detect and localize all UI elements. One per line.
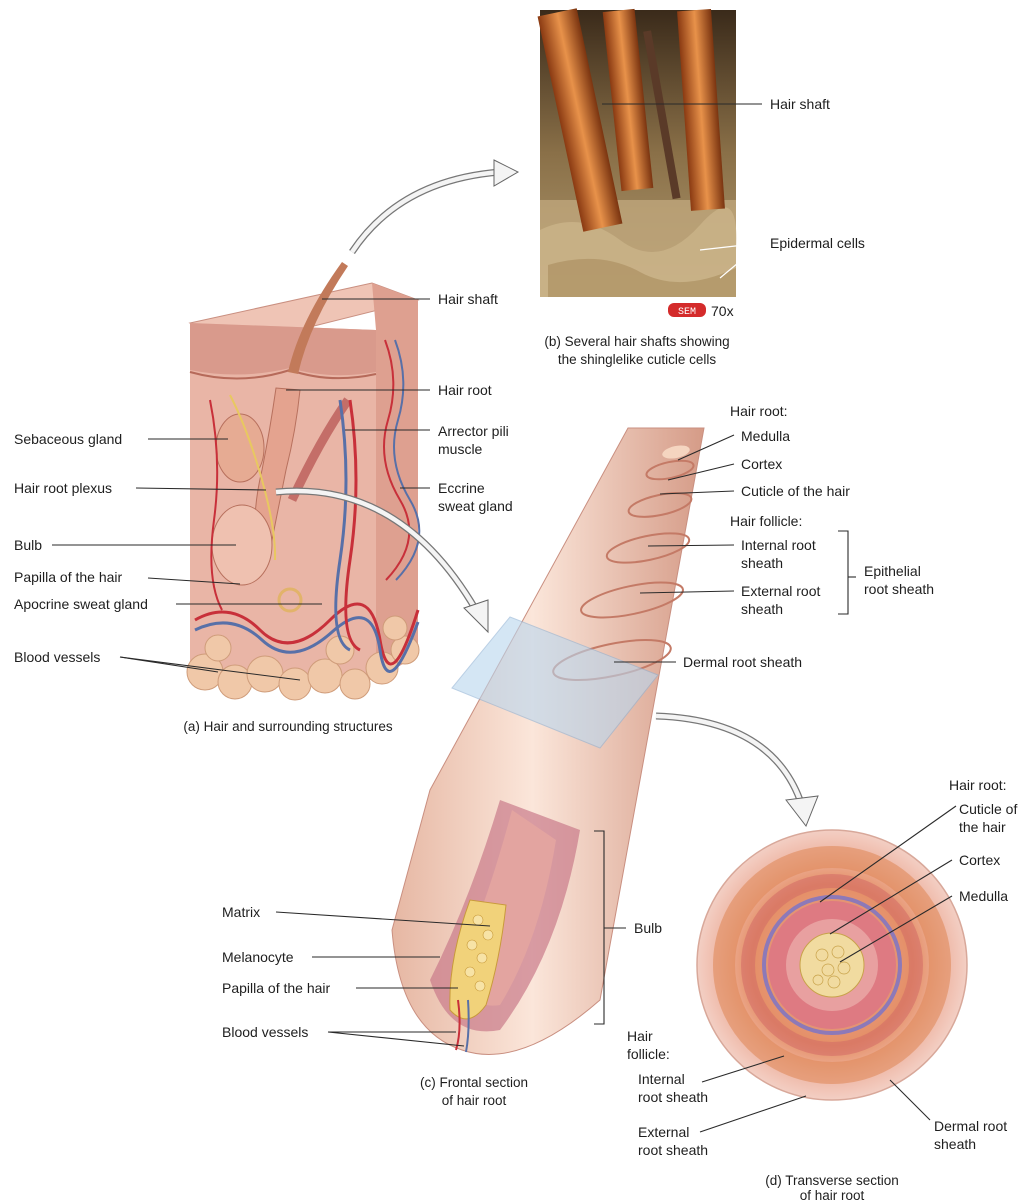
- label-d-dermal-2: sheath: [934, 1136, 976, 1152]
- label-a-eccrine-1: Eccrine: [438, 480, 485, 496]
- label-c-bulb: Bulb: [634, 920, 662, 936]
- label-a-arrector-2: muscle: [438, 441, 483, 457]
- label-a-hair-shaft: Hair shaft: [438, 291, 498, 307]
- arrow-head-to-follicle: [464, 600, 488, 632]
- panel-d-caption-line1: (d) Transverse section: [765, 1173, 899, 1188]
- label-c-internal-1: Internal root: [741, 537, 816, 553]
- label-c-external-2: sheath: [741, 601, 783, 617]
- panel-c-caption-line2: of hair root: [442, 1093, 507, 1108]
- sem-badge-text: SEM: [678, 307, 696, 318]
- label-d-internal-1: Internal: [638, 1071, 685, 1087]
- label-a-arrector-1: Arrector pili: [438, 423, 509, 439]
- label-a-hair-root: Hair root: [438, 382, 492, 398]
- label-c-dermal: Dermal root sheath: [683, 654, 802, 670]
- arrow-to-sem: [352, 172, 500, 252]
- leader-d-dermal: [890, 1080, 930, 1120]
- label-d-external-2: root sheath: [638, 1142, 708, 1158]
- label-a-eccrine-2: sweat gland: [438, 498, 513, 514]
- panel-d-caption-line2: of hair root: [800, 1188, 865, 1203]
- sem-photo: [538, 8, 737, 297]
- label-a-apocrine: Apocrine sweat gland: [14, 596, 148, 612]
- bracket-epithelial: [838, 531, 848, 614]
- skin-block-illustration: [187, 262, 419, 700]
- label-c-epithelial-2: root sheath: [864, 581, 934, 597]
- label-a-sebaceous: Sebaceous gland: [14, 431, 122, 447]
- sem-magnification: 70x: [711, 303, 734, 319]
- label-d-internal-2: root sheath: [638, 1089, 708, 1105]
- label-d-dermal-1: Dermal root: [934, 1118, 1007, 1134]
- label-c-external-1: External root: [741, 583, 820, 599]
- label-c-hair-root-heading: Hair root:: [730, 403, 788, 419]
- label-c-internal-2: sheath: [741, 555, 783, 571]
- label-c-cuticle: Cuticle of the hair: [741, 483, 850, 499]
- label-c-medulla: Medulla: [741, 428, 790, 444]
- arrow-head-to-cross-section: [786, 796, 818, 826]
- panel-a-caption: (a) Hair and surrounding structures: [183, 719, 393, 734]
- label-c-cortex: Cortex: [741, 456, 782, 472]
- label-a-papilla: Papilla of the hair: [14, 569, 123, 585]
- label-c-blood-vessels: Blood vessels: [222, 1024, 308, 1040]
- panel-b-caption-line2: the shinglelike cuticle cells: [558, 352, 717, 367]
- label-sem-hair-shaft: Hair shaft: [770, 96, 830, 112]
- panel-b-caption-line1: (b) Several hair shafts showing: [544, 334, 729, 349]
- label-d-cortex: Cortex: [959, 852, 1000, 868]
- label-d-follicle-2: follicle:: [627, 1046, 670, 1062]
- label-a-plexus: Hair root plexus: [14, 480, 112, 496]
- panel-c-caption-line1: (c) Frontal section: [420, 1075, 528, 1090]
- cross-section-illustration: [697, 830, 967, 1100]
- label-d-cuticle-2: the hair: [959, 819, 1006, 835]
- label-d-follicle-1: Hair: [627, 1028, 653, 1044]
- label-c-matrix: Matrix: [222, 904, 260, 920]
- label-c-follicle-heading: Hair follicle:: [730, 513, 802, 529]
- label-d-hair-root-heading: Hair root:: [949, 777, 1007, 793]
- arrow-head-to-sem: [494, 160, 518, 186]
- label-d-medulla: Medulla: [959, 888, 1008, 904]
- label-d-external-1: External: [638, 1124, 689, 1140]
- label-sem-epidermal: Epidermal cells: [770, 235, 865, 251]
- label-c-melanocyte: Melanocyte: [222, 949, 294, 965]
- label-d-cuticle-1: Cuticle of: [959, 801, 1017, 817]
- label-a-blood-vessels: Blood vessels: [14, 649, 100, 665]
- leader-d-external: [700, 1096, 806, 1132]
- label-a-bulb: Bulb: [14, 537, 42, 553]
- label-c-epithelial-1: Epithelial: [864, 563, 921, 579]
- label-c-papilla: Papilla of the hair: [222, 980, 331, 996]
- follicle-tube-illustration: [392, 428, 704, 1054]
